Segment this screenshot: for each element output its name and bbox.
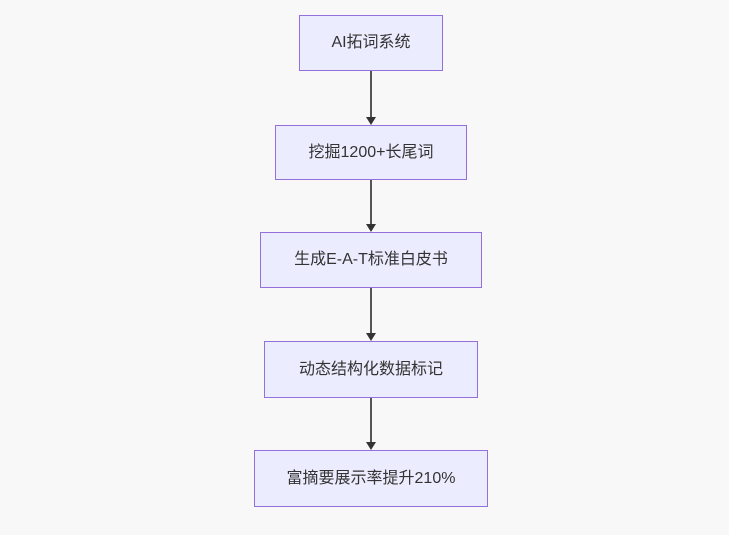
flowchart-edge-4: [366, 398, 376, 450]
node-label: AI拓词系统: [331, 34, 411, 52]
flowchart-edge-2: [366, 180, 376, 232]
arrowhead-down-icon: [366, 224, 376, 232]
edge-line: [370, 71, 372, 117]
node-label: 动态结构化数据标记: [298, 360, 443, 378]
edge-line: [370, 288, 372, 333]
node-label: 生成E-A-T标准白皮书: [294, 251, 448, 269]
arrowhead-down-icon: [366, 117, 376, 125]
flowchart-edge-1: [366, 71, 376, 125]
flowchart-edge-3: [366, 288, 376, 341]
arrowhead-down-icon: [366, 442, 376, 450]
node-label: 挖掘1200+长尾词: [308, 143, 434, 161]
flowchart-node-rich-snippet-result: 富摘要展示率提升210%: [254, 450, 488, 507]
node-label: 富摘要展示率提升210%: [286, 469, 456, 487]
flowchart-node-ai-keyword-system: AI拓词系统: [299, 15, 443, 71]
flowchart-node-eat-whitepaper: 生成E-A-T标准白皮书: [260, 232, 482, 288]
flowchart-node-structured-data-markup: 动态结构化数据标记: [264, 341, 478, 398]
arrowhead-down-icon: [366, 333, 376, 341]
edge-line: [370, 180, 372, 224]
flowchart-node-longtail-mining: 挖掘1200+长尾词: [275, 125, 467, 180]
edge-line: [370, 398, 372, 442]
